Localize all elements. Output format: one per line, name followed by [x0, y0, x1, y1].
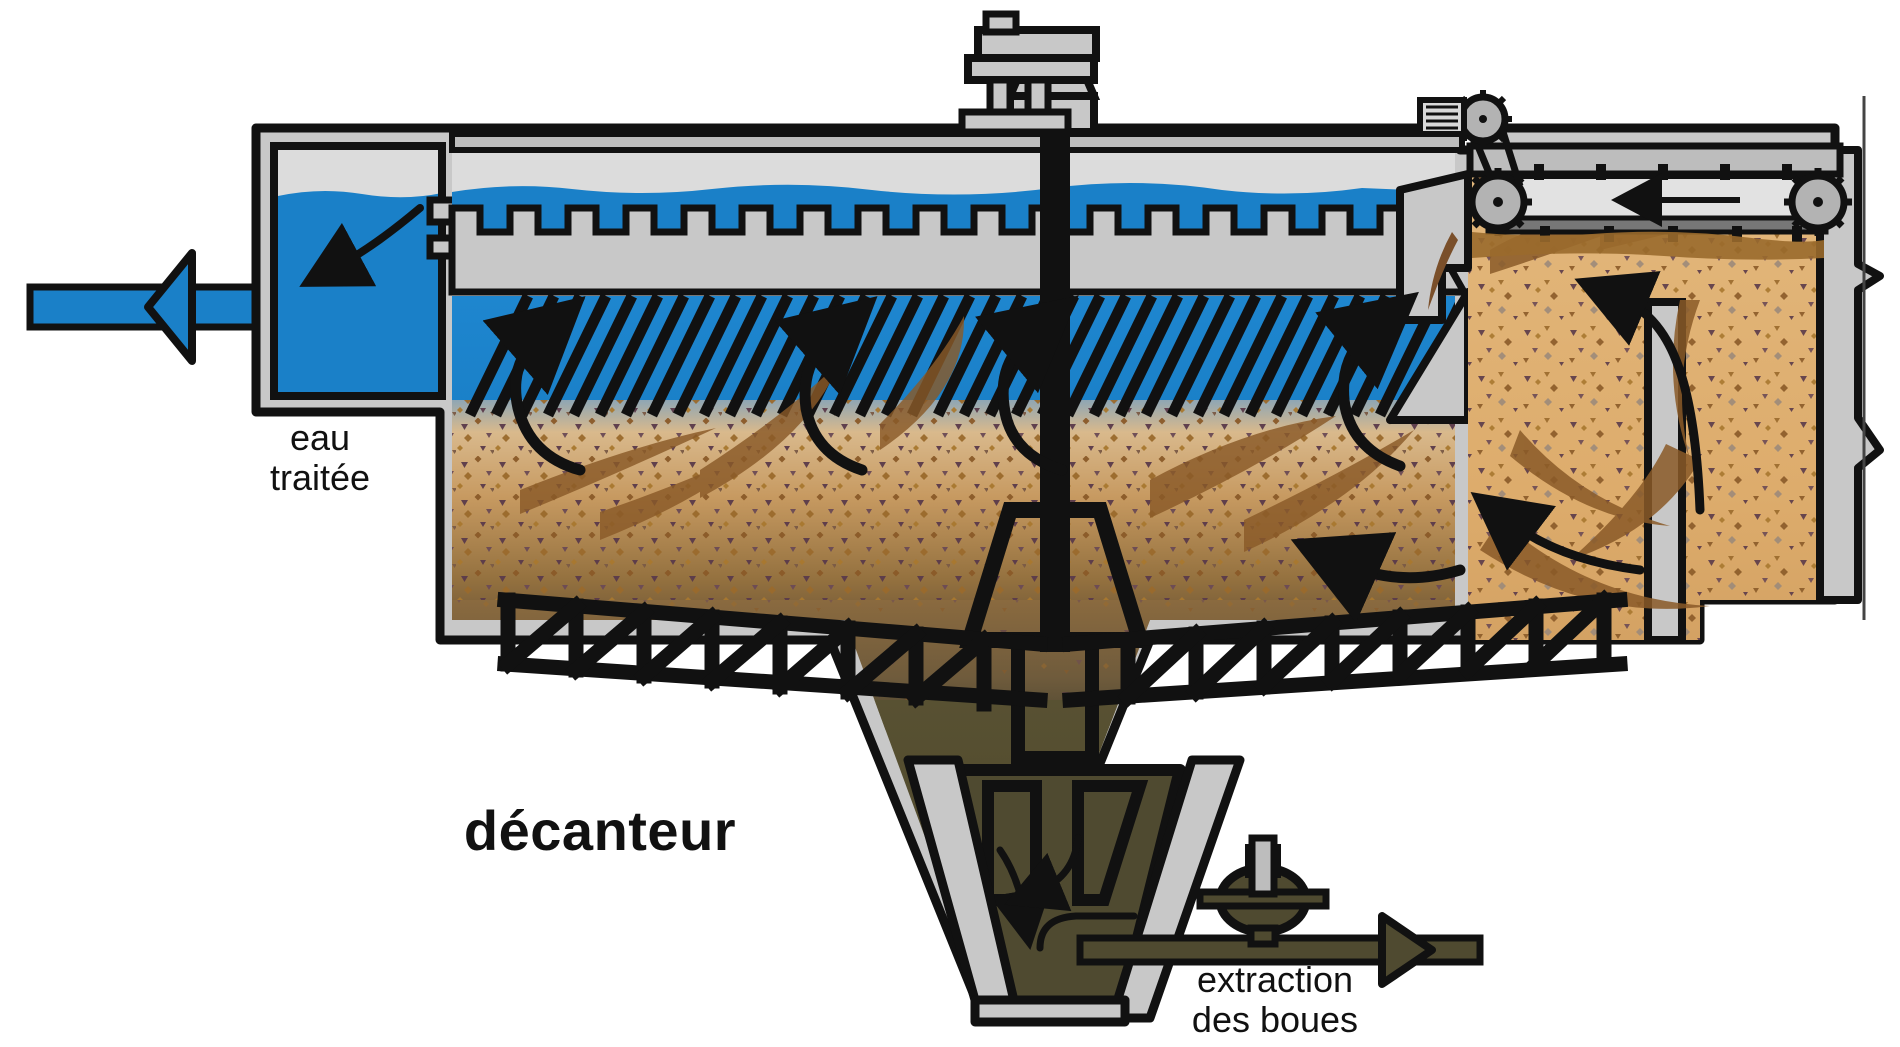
extraction-valve: [1196, 834, 1330, 948]
arrow-rise-4: [1315, 291, 1419, 472]
conveyor-sprocket-left: [1464, 168, 1532, 236]
arrow-recirc-right: [1574, 271, 1705, 515]
conveyor-sprocket-right: [1784, 168, 1852, 236]
extraction-pipe: [1076, 912, 1484, 988]
label-treated-water: eau traitée: [269, 417, 371, 499]
overflow-weir: [448, 204, 1471, 296]
arrow-extraction: [1378, 912, 1436, 988]
arrow-hopper-3: [1036, 912, 1138, 952]
motor-cap: [982, 10, 1020, 36]
arrow-rise-1: [482, 296, 586, 476]
outlet-pipe: [26, 249, 294, 365]
arrow-recirc-down: [1470, 492, 1645, 575]
arrow-rise-3: [975, 295, 1079, 476]
blanket-sweeps: [520, 316, 1414, 552]
scum-on-belt: [1472, 231, 1824, 260]
label-sludge-extraction: extraction des boues: [1191, 959, 1359, 1041]
motor-body: [974, 26, 1100, 62]
arrow-sweep-left: [1290, 532, 1466, 623]
clearwater-channel: [270, 142, 446, 400]
arrow-hopper-2: [1004, 834, 1082, 912]
valve-stem: [1248, 834, 1278, 898]
right-wall: [1816, 96, 1884, 620]
surface-conveyor: [1417, 90, 1852, 242]
scum-chute: [1396, 170, 1472, 324]
arrow-rise-2: [774, 296, 878, 476]
drive-unit: [449, 10, 1465, 153]
arrow-into-channel: [299, 204, 424, 287]
page-title: décanteur: [463, 799, 737, 862]
outlet-flow-arrow: [144, 249, 196, 365]
center-shaft: [1040, 132, 1070, 652]
